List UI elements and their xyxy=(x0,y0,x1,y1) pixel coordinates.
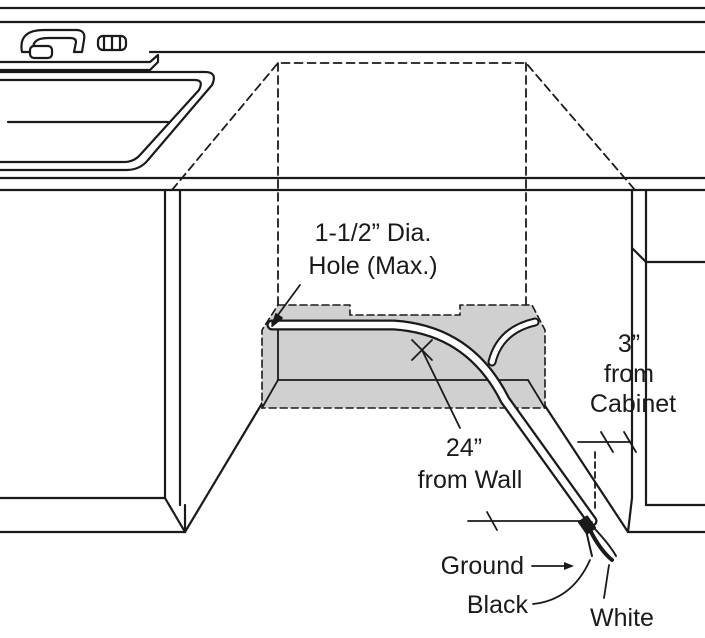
wall-lines xyxy=(0,6,705,54)
faucet-icon xyxy=(20,28,128,60)
ground-label: Ground xyxy=(441,552,524,580)
wall-label-line1: 24” xyxy=(446,434,482,462)
labels: 1-1/2” Dia. Hole (Max.) 3” from Cabinet … xyxy=(308,219,676,632)
wall-dimension xyxy=(411,339,593,531)
wire-leaders xyxy=(531,559,610,605)
left-cabinet xyxy=(0,188,278,534)
white-label: White xyxy=(590,604,654,632)
supply-cable xyxy=(266,317,598,527)
sink xyxy=(0,53,215,172)
access-zone xyxy=(261,304,546,409)
countertop xyxy=(0,176,705,192)
black-label: Black xyxy=(467,591,529,619)
hole-label-line2: Hole (Max.) xyxy=(308,252,437,280)
access-zone-back xyxy=(261,321,546,409)
wire-ends xyxy=(577,515,617,562)
cabinet-label-line3: Cabinet xyxy=(590,390,676,418)
hole-marker xyxy=(271,284,301,327)
cabinet-label-line1: 3” xyxy=(618,330,640,358)
hole-label-line1: 1-1/2” Dia. xyxy=(315,219,432,247)
cabinet-dimension xyxy=(577,431,637,511)
dishwasher-outline xyxy=(171,62,636,313)
cabinet-label-line2: from xyxy=(604,360,654,388)
wall-label-line2: from Wall xyxy=(418,466,523,494)
